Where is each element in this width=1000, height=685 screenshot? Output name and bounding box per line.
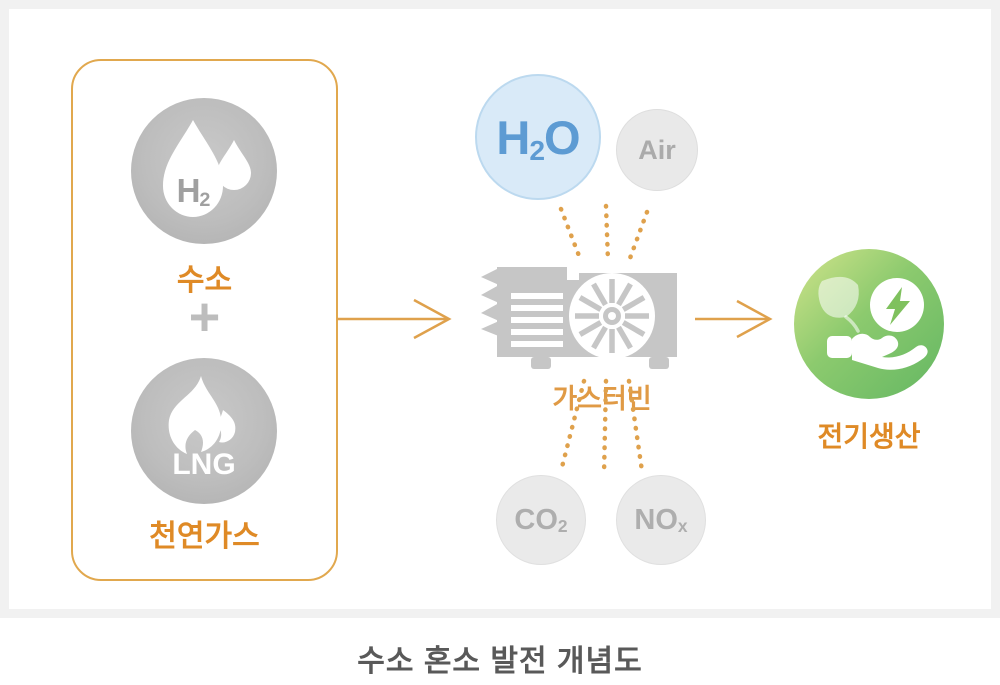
natural-gas-label: 천연가스: [149, 520, 260, 553]
dotted-flow-lines-top: [558, 203, 650, 264]
h2o-formula: H2O: [496, 110, 580, 166]
air-circle: Air: [616, 109, 698, 191]
flame-icon: [168, 376, 236, 454]
electricity-circle: [794, 249, 944, 399]
diagram-caption: 수소 혼소 발전 개념도: [357, 645, 643, 678]
electricity-label: 전기생산: [817, 421, 921, 452]
arrow-right-icon: [337, 298, 452, 340]
diagram-frame: H2 수소 + LNG 천연가스 H2O Air: [0, 0, 1000, 618]
lng-formula: LNG: [172, 448, 236, 481]
gas-turbine-icon: [481, 267, 677, 369]
lng-circle: LNG: [131, 358, 277, 504]
plus-sign: +: [188, 287, 221, 347]
h2o-circle: H2O: [475, 74, 601, 200]
arrow-right-icon: [695, 299, 773, 339]
nox-formula: NOx: [634, 503, 688, 537]
water-drops-icon: [163, 120, 251, 217]
hydrogen-circle: H2: [131, 98, 277, 244]
hydrogen-label: 수소: [176, 264, 233, 297]
hand-leaf-energy-icon: [818, 276, 928, 370]
nox-circle: NOx: [616, 475, 706, 565]
dotted-flow-lines-bottom: [558, 378, 645, 478]
co2-formula: CO2: [514, 503, 568, 537]
co2-circle: CO2: [496, 475, 586, 565]
air-label: Air: [638, 134, 676, 165]
hydrogen-formula: H2: [176, 172, 211, 212]
